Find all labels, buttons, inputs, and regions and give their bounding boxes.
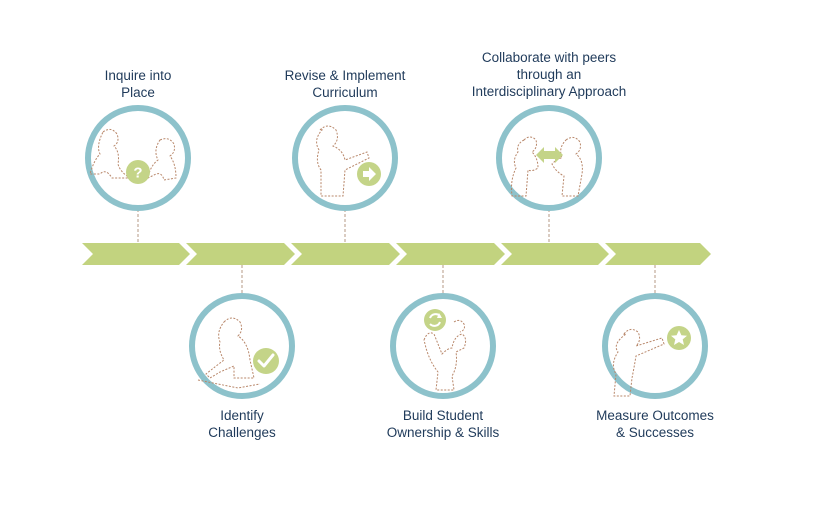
timeline-arrow [82,243,711,265]
step-label-measure: Measure Outcomes & Successes [596,408,714,440]
sketch-figure [423,319,467,391]
step-circle-collaborate [496,105,602,211]
arrow-segment [186,243,295,265]
step-circle-measure [602,293,708,399]
sketch-figure [316,125,370,197]
step-label-build: Build Student Ownership & Skills [386,408,500,440]
sketch-figures [89,128,177,181]
step-label-identify: Identify Challenges [208,408,276,440]
sketch-figures [511,136,583,197]
step-circle-identify [189,293,295,399]
svg-text:?: ? [133,165,142,182]
step-label-collaborate: Collaborate with peers through an Interd… [471,50,627,99]
step-circle-build [390,293,496,399]
step-circle-inquire: ? [85,105,191,211]
sketch-figure [197,317,261,389]
step-label-revise: Revise & Implement Curriculum [284,68,406,100]
double-arrow-icon [536,147,563,163]
check-icon [253,348,279,374]
arrow-segment [605,243,711,265]
arrow-segment [82,243,190,265]
arrow-segment [291,243,400,265]
question-icon [126,160,150,184]
recycle-icon [424,309,446,331]
arrow-segment [501,243,609,265]
arrow-segment [396,243,505,265]
step-label-inquire: Inquire into Place [104,68,172,100]
step-circle-revise [292,105,398,211]
